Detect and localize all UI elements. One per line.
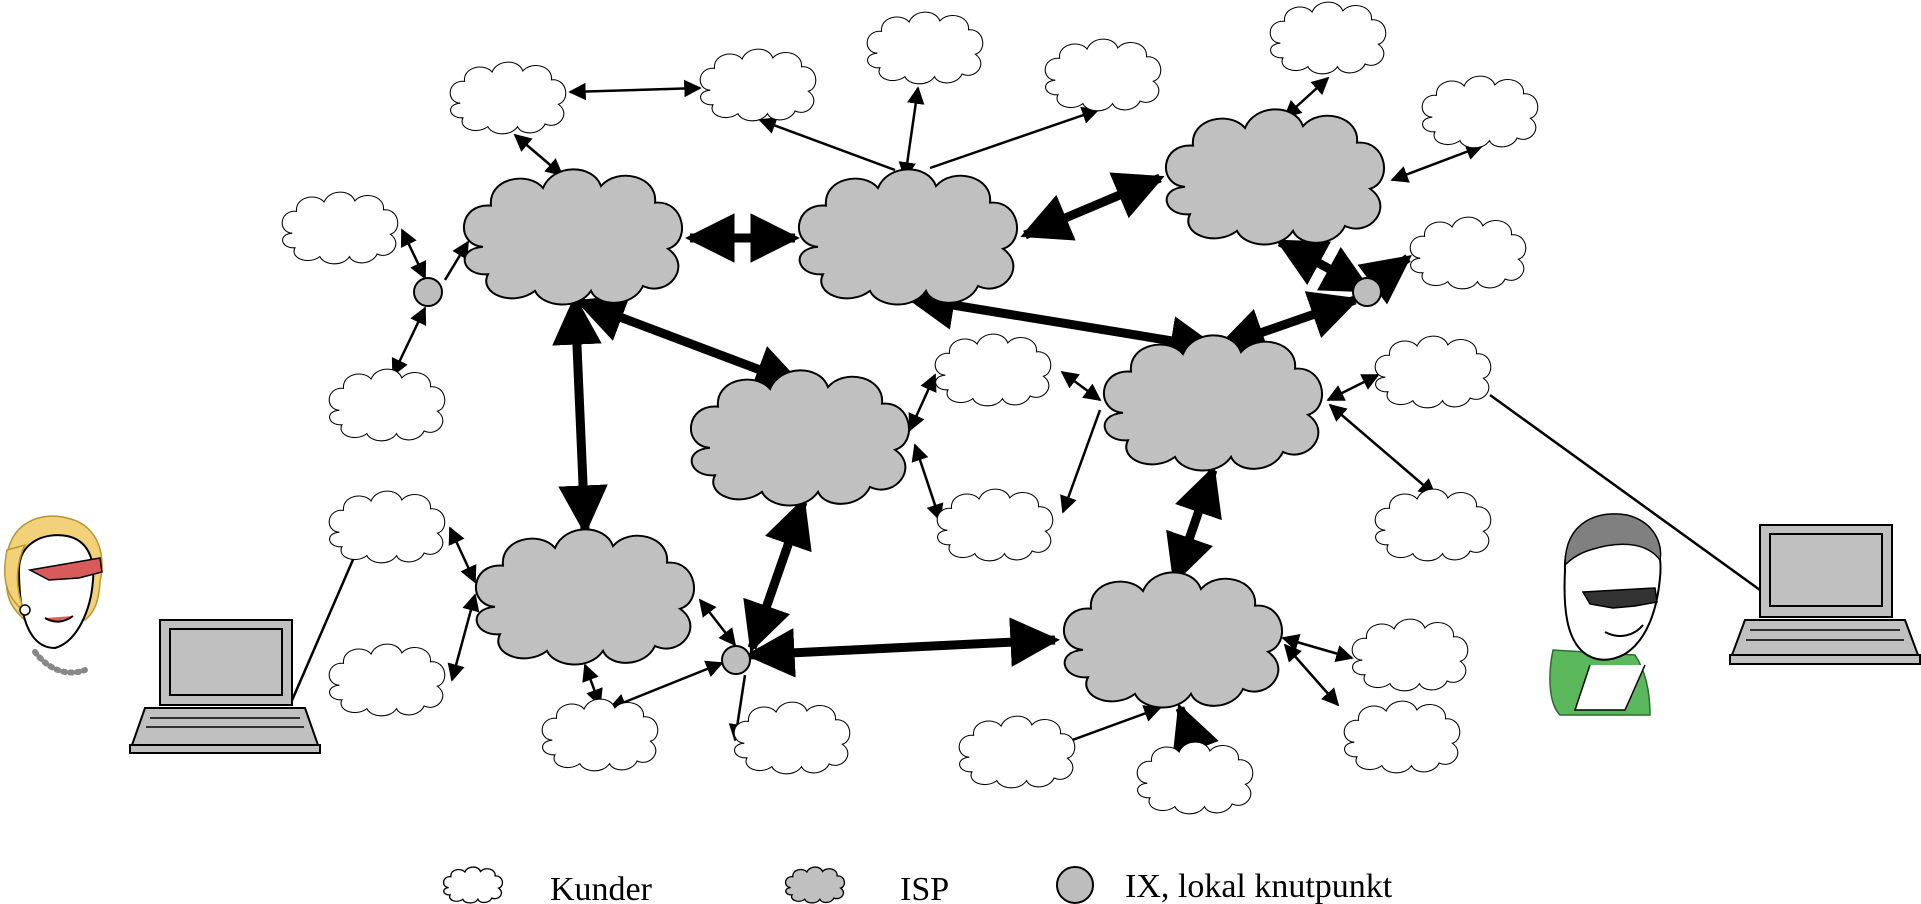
customer-cloud xyxy=(1136,741,1254,815)
customer-cloud xyxy=(1343,700,1461,774)
customer-cloud xyxy=(449,61,567,135)
isp-cloud xyxy=(1062,571,1284,709)
customer-cloud xyxy=(1409,216,1527,290)
customer-cloud xyxy=(328,490,446,564)
customer-cloud xyxy=(281,191,399,265)
customer-cloud xyxy=(1044,38,1162,112)
woman-user-icon xyxy=(3,515,103,676)
legend-isp-icon xyxy=(784,866,846,904)
isp-clouds xyxy=(462,108,1386,709)
customer-cloud xyxy=(866,11,984,85)
customer-cloud xyxy=(1374,488,1492,562)
isp-cloud xyxy=(1164,108,1386,246)
customer-cloud xyxy=(934,333,1052,407)
customer-cloud xyxy=(541,698,659,772)
customer-cloud xyxy=(328,368,446,442)
isp-cloud xyxy=(474,528,696,666)
ix-node xyxy=(413,277,443,307)
isp-cloud xyxy=(797,168,1019,306)
ix-node xyxy=(721,645,751,675)
customer-cloud xyxy=(1374,335,1492,409)
legend-isp-label: ISP xyxy=(900,871,949,904)
ix-node xyxy=(1352,277,1382,307)
legend-ix-label: IX, lokal knutpunkt xyxy=(1125,868,1393,904)
ix-nodes xyxy=(413,277,1382,675)
customer-cloud xyxy=(936,488,1054,562)
customer-cloud xyxy=(958,715,1076,789)
man-user-icon xyxy=(1549,513,1662,716)
customer-links xyxy=(288,76,1761,753)
legend-ix-icon xyxy=(1056,866,1094,904)
isp-cloud xyxy=(462,168,684,306)
legend: Kunder ISP IX, lokal knutpunkt xyxy=(442,866,1393,904)
legend-customer-icon xyxy=(442,866,504,904)
customer-cloud xyxy=(1421,75,1539,149)
laptop-icon xyxy=(129,619,321,754)
customer-cloud xyxy=(328,643,446,717)
customer-cloud xyxy=(1351,618,1469,692)
isp-cloud xyxy=(689,369,911,507)
customer-cloud xyxy=(733,701,851,775)
laptop-icon xyxy=(1729,524,1921,665)
customer-cloud xyxy=(699,48,817,122)
isp-cloud xyxy=(1102,334,1324,472)
customer-cloud xyxy=(1269,1,1387,75)
legend-customer-label: Kunder xyxy=(550,871,653,904)
